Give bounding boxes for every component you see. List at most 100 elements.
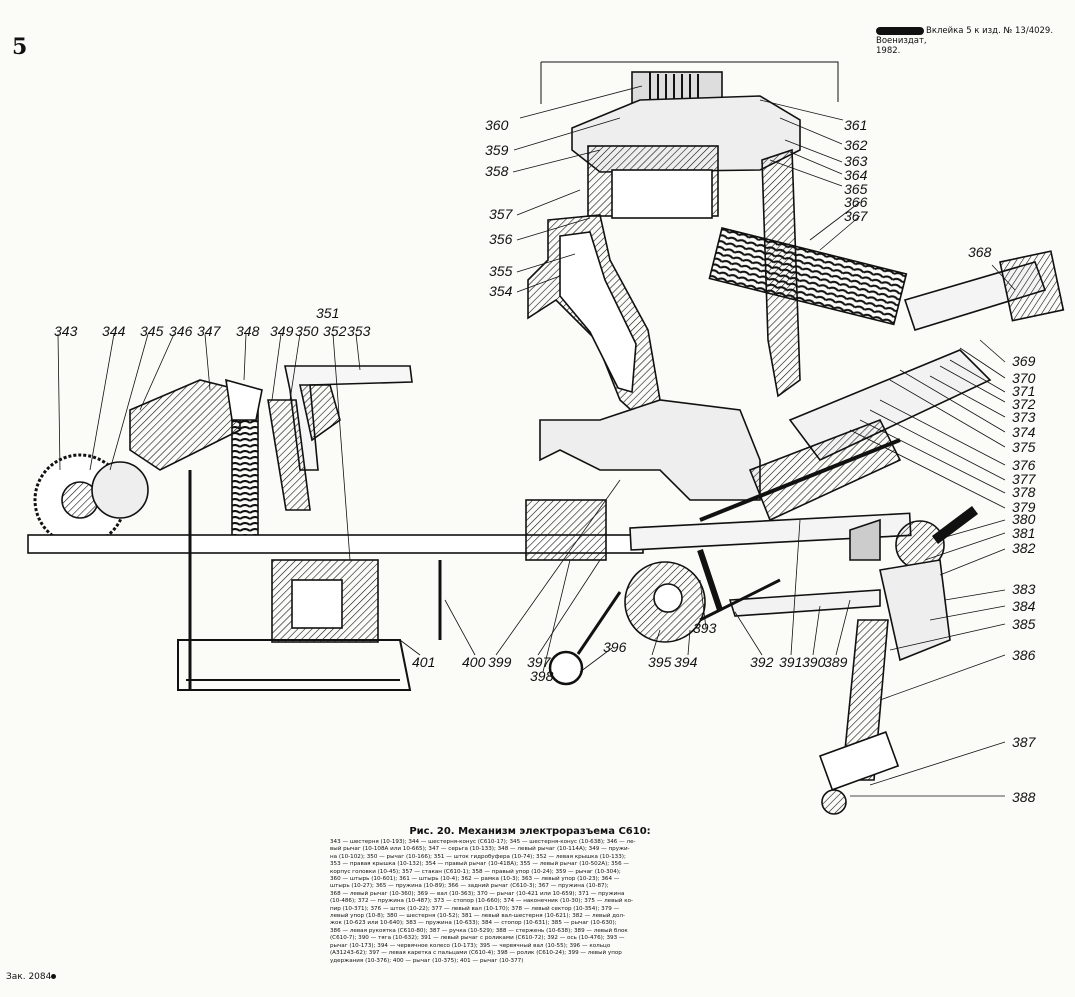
lower-frame (539, 399, 761, 501)
caption-line: 368 — левый рычаг (10-360); 369 — вал (1… (330, 890, 625, 897)
callout-389: 389 (824, 654, 848, 670)
caption-line: (10-486); 372 — пружина (10-487); 373 — … (330, 898, 634, 905)
callout-390: 390 (802, 654, 826, 670)
caption-line: рычаг (10-173); 394 — червячное колесо (… (330, 942, 611, 949)
callout-353: 353 (347, 323, 371, 339)
callout-349: 349 (270, 323, 294, 339)
right-gear-shaft (932, 506, 978, 544)
callout-343: 343 (54, 323, 78, 339)
callout-396: 396 (603, 639, 627, 655)
cover-plate-inner (299, 384, 341, 442)
callout-366: 366 (844, 194, 868, 210)
caption-line: удержания (10-376); 400 — рычаг (10-375)… (330, 957, 524, 964)
rear-spring (708, 227, 908, 326)
left-carriage-fingers (525, 499, 607, 561)
order-note: Зак. 2084 (6, 972, 57, 982)
callout-350: 350 (295, 323, 319, 339)
callout-375: 375 (1012, 439, 1036, 455)
handle-grip (818, 731, 900, 791)
caption-line: 386 — левая рукоятка (С610-80); 387 — ру… (330, 927, 628, 934)
callout-351: 351 (316, 305, 339, 321)
caption-line: вый рычаг (10-108А или 10-665); 347 — се… (330, 846, 630, 853)
rod-390 (699, 578, 781, 622)
figure-caption: Рис. 20. Механизм электроразъема С610: 3… (330, 826, 730, 965)
callout-381: 381 (1012, 525, 1035, 541)
callout-364: 364 (844, 167, 868, 183)
diagonal-rod (699, 438, 901, 522)
callout-346: 346 (169, 323, 193, 339)
callout-367: 367 (844, 208, 869, 224)
callout-345: 345 (140, 323, 164, 339)
callout-363: 363 (844, 153, 868, 169)
callout-399: 399 (488, 654, 512, 670)
callout-344: 344 (102, 323, 126, 339)
callout-356: 356 (489, 231, 513, 247)
callout-355: 355 (489, 263, 513, 279)
callout-377: 377 (1012, 471, 1037, 487)
leader-lines (57, 85, 1016, 797)
page-number: 5 (12, 34, 28, 60)
callout-398: 398 (530, 668, 554, 684)
callout-358: 358 (485, 163, 509, 179)
handle-knob (821, 789, 847, 815)
caption-line: корпус головки (10-45); 357 — стакан (С6… (330, 868, 621, 875)
mechanism-parts (27, 61, 1065, 815)
callout-373: 373 (1012, 409, 1036, 425)
header-note: Вклейка 5 к изд. № 13/4029. Воениздат, 1… (876, 26, 1066, 56)
caption-line: 360 — штырь (10-601); 361 — штырь (10-4)… (330, 876, 620, 883)
ring-rod (576, 591, 622, 655)
caption-title: Рис. 20. Механизм электроразъема С610: (409, 826, 651, 837)
right-small-gear (849, 518, 881, 561)
callout-361: 361 (844, 117, 867, 133)
ink-blot (876, 26, 924, 35)
part-callouts: 343 344 345 346 347 348 349 350 351 352 … (54, 117, 1037, 805)
callout-368: 368 (968, 244, 992, 260)
right-shaft-motor (999, 250, 1065, 322)
caption-line: на (10-102); 350 — рычаг (10-166); 351 —… (330, 853, 626, 860)
stopper-assembly (879, 559, 951, 662)
head-lower-block (611, 169, 713, 219)
ink-dot (51, 974, 57, 979)
caption-line: штырь (10-27); 365 — пружина (10-89); 36… (330, 883, 609, 890)
callout-391: 391 (779, 654, 802, 670)
callout-352: 352 (323, 323, 347, 339)
callout-383: 383 (1012, 581, 1036, 597)
callout-348: 348 (236, 323, 260, 339)
buffer-housing-cavity (291, 579, 343, 629)
callout-394: 394 (674, 654, 698, 670)
worm-wheel-center (653, 583, 683, 613)
callout-370: 370 (1012, 370, 1036, 386)
caption-line: 353 — правая крышка (10-132); 354 — прав… (330, 861, 629, 868)
callout-401: 401 (412, 654, 435, 670)
lever-350 (267, 399, 311, 511)
callout-388: 388 (1012, 789, 1036, 805)
caption-line: левый упор (10-8); 380 — шестерня (10-52… (330, 913, 626, 920)
callout-395: 395 (648, 654, 672, 670)
callout-392: 392 (750, 654, 774, 670)
header-note-line1: Вклейка 5 к изд. № 13/4029. Воениздат, (876, 26, 1054, 46)
callout-360: 360 (485, 117, 509, 133)
left-carriage-inner (559, 231, 637, 394)
ring (548, 650, 584, 686)
callout-393: 393 (693, 620, 717, 636)
callout-371: 371 (1012, 383, 1035, 399)
cover-plate (284, 365, 413, 471)
worm-shaft (697, 549, 723, 611)
left-lever-group (129, 379, 241, 471)
callout-378: 378 (1012, 484, 1036, 500)
order-note-text: Зак. 2084 (6, 972, 52, 982)
bevel-gear (91, 461, 149, 519)
callout-379: 379 (1012, 499, 1036, 515)
header-note-line2: 1982. (876, 46, 901, 56)
callout-384: 384 (1012, 598, 1036, 614)
callout-354: 354 (489, 283, 513, 299)
caption-line: жок (10-623 или 10-640); 383 — пружина (… (330, 920, 617, 927)
callout-380: 380 (1012, 511, 1036, 527)
callout-347: 347 (197, 323, 222, 339)
callout-385: 385 (1012, 616, 1036, 632)
lower-lever-frame (177, 639, 412, 691)
caption-line: 343 — шестерня (10-193); 344 — шестерня-… (330, 839, 636, 845)
callout-369: 369 (1012, 353, 1036, 369)
callout-382: 382 (1012, 540, 1036, 556)
